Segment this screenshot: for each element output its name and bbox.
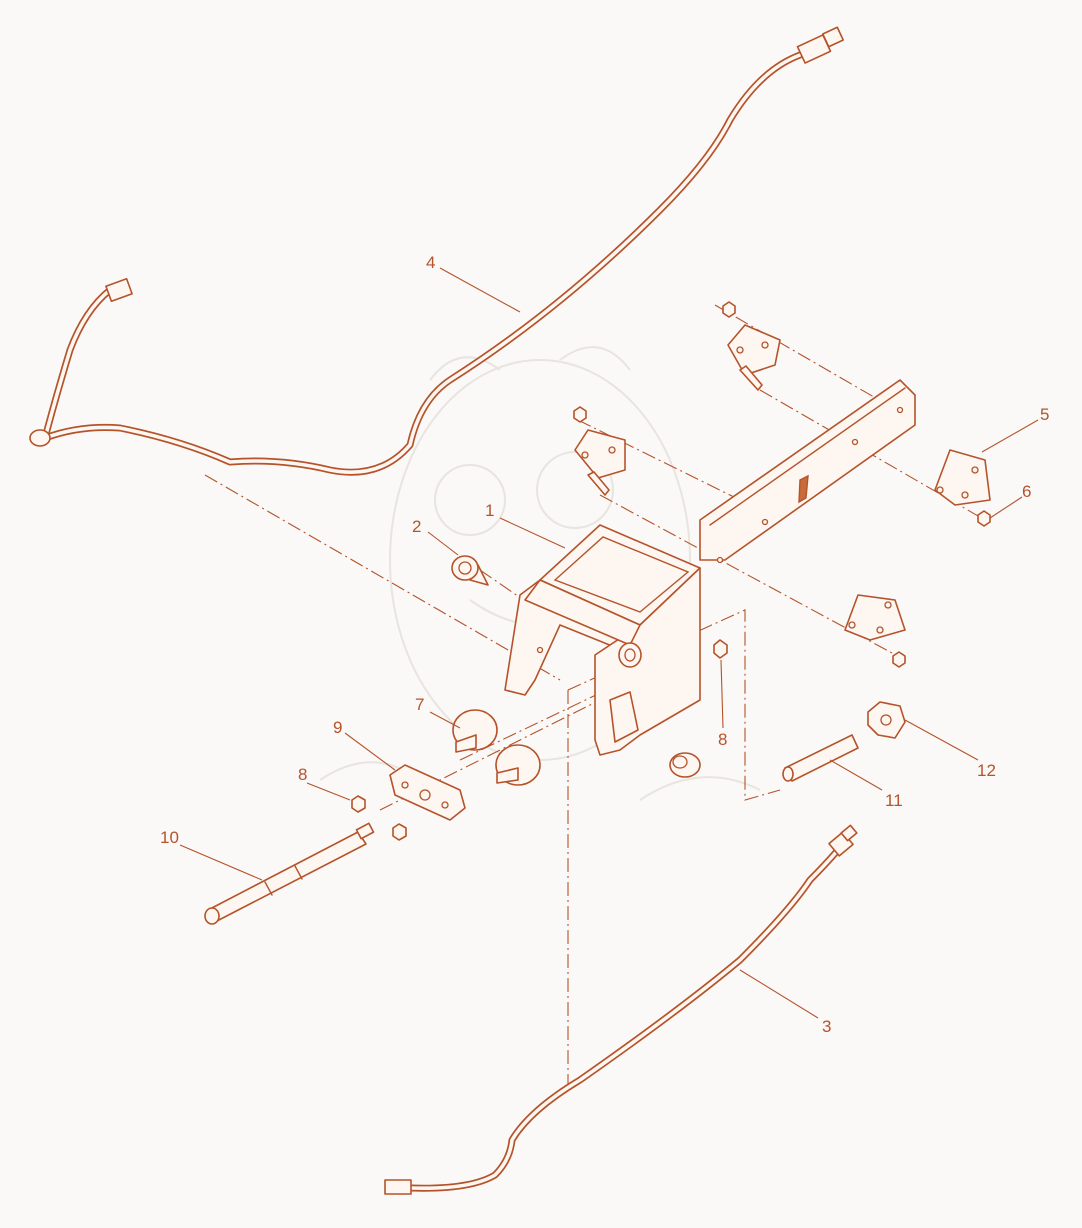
callout-8b: 8 [298, 765, 307, 784]
shaft [204, 822, 375, 925]
callout-8a: 8 [718, 730, 727, 749]
mounting-plate [389, 764, 466, 821]
callout-1: 1 [485, 501, 494, 520]
nuts [351, 301, 991, 841]
callout-11: 11 [885, 791, 903, 810]
callout-labels: 1 2 3 4 5 6 7 8 8 9 10 11 12 [160, 253, 1049, 1036]
callout-4: 4 [426, 253, 435, 272]
callout-6: 6 [1022, 482, 1031, 501]
leader-lines [179, 267, 1039, 1019]
callout-9: 9 [333, 718, 342, 737]
bushing-lower [669, 752, 701, 778]
wire-harness-lower [384, 824, 858, 1195]
bushing [451, 555, 489, 586]
sensor-bracket-top [727, 324, 781, 391]
callout-2: 2 [412, 517, 421, 536]
callout-12: 12 [977, 761, 996, 780]
sensor-bracket-right [934, 449, 991, 506]
callout-3: 3 [822, 1017, 831, 1036]
sensor-bracket-mid [574, 429, 626, 496]
callout-5: 5 [1040, 405, 1049, 424]
sensor-bracket-low [844, 594, 906, 641]
callout-7: 7 [415, 695, 424, 714]
callout-10: 10 [160, 828, 179, 847]
rubber-mounts [452, 709, 541, 786]
sleeve [782, 734, 859, 782]
knob [867, 701, 906, 739]
wire-harness-upper [29, 26, 845, 476]
main-frame [504, 379, 916, 756]
